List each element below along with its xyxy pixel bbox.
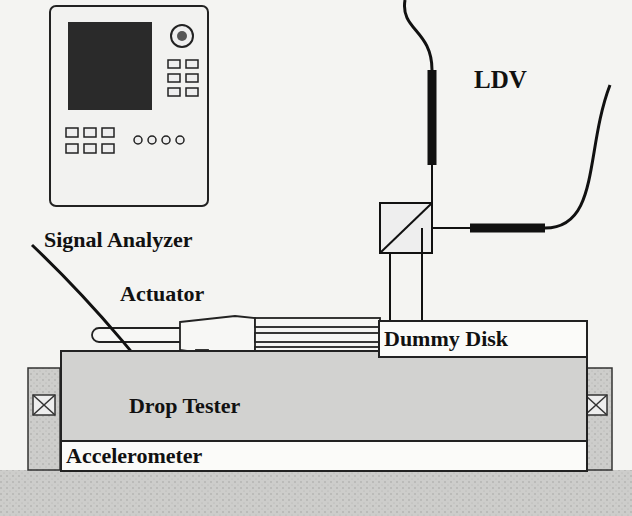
signal-analyzer: Signal Analyzer (40, 0, 292, 256)
ldv-label: LDV (474, 66, 527, 94)
node-label: Accelerometer (66, 444, 202, 468)
dummy-disk: Dummy Disk (378, 320, 588, 358)
accelerometer-plate: Accelerometer (60, 440, 588, 472)
ldv-optics (380, 0, 610, 322)
node-label: Dummy Disk (384, 327, 508, 351)
base-ground (0, 470, 632, 516)
analyzer-device (40, 0, 280, 256)
node-label: Signal Analyzer (44, 228, 193, 252)
actuator-label: Actuator (120, 282, 204, 306)
drop-tester: Drop Tester (60, 350, 588, 442)
node-label: Drop Tester (129, 394, 240, 418)
